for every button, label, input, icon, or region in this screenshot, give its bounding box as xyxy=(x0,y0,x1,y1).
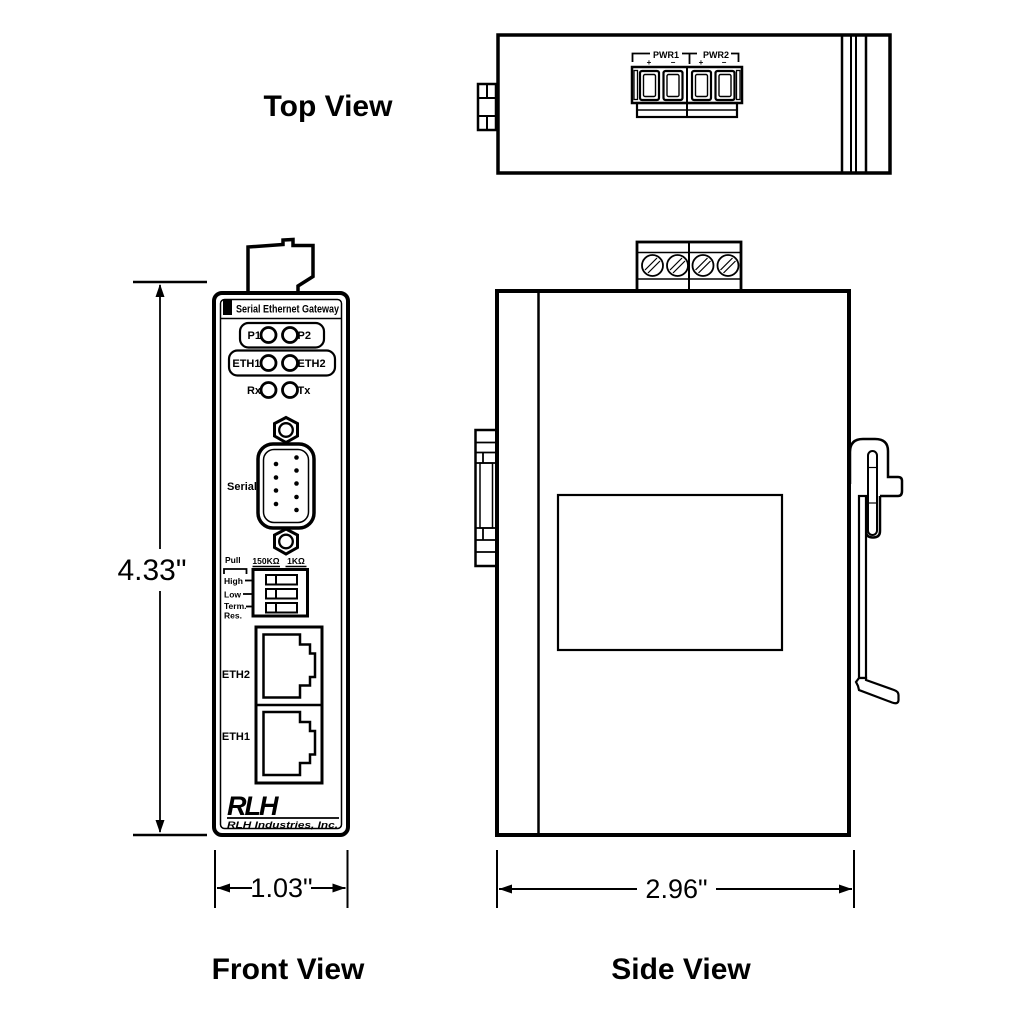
power-terminal-block-side xyxy=(635,240,743,293)
arrow-left-icon xyxy=(499,884,512,894)
dimension-width: 1.03" xyxy=(214,850,349,908)
brand-logo: RLH RLH Industries, Inc. xyxy=(227,791,339,831)
din-clip-latch xyxy=(854,676,900,705)
eth2-port-label: ETH2 xyxy=(222,669,250,681)
company-name: RLH Industries, Inc. xyxy=(227,820,338,831)
side-case xyxy=(495,289,851,837)
front-panel-inner-border xyxy=(219,298,343,830)
dip-switch-2 xyxy=(265,588,298,600)
led-eth2-label: ETH2 xyxy=(298,358,326,370)
arrow-down-icon xyxy=(155,820,165,833)
panel-header-title: Serial Ethernet Gateway xyxy=(236,304,340,316)
led-p1-label: P1 xyxy=(248,330,261,342)
pwr1-label: PWR1 xyxy=(653,50,679,60)
arrow-right-icon xyxy=(332,883,346,893)
side-view: Side View xyxy=(474,240,904,986)
pwr2-label: PWR2 xyxy=(703,50,729,60)
led-rx-indicator xyxy=(259,381,278,399)
dip-res-label: Res. xyxy=(224,611,242,621)
front-view-title: Front View xyxy=(212,953,365,986)
ethernet-ports: ETH2 ETH1 xyxy=(222,625,324,785)
led-eth1-indicator xyxy=(259,354,278,372)
din-clip-hook xyxy=(848,437,904,498)
terminal-slots xyxy=(638,69,736,102)
serial-db9-connector: Serial xyxy=(227,415,316,556)
led-tx-label: Tx xyxy=(298,385,312,397)
pwr1-minus: − xyxy=(671,58,676,67)
serial-label: Serial xyxy=(227,481,257,493)
top-view: Top View PWR1 PWR2 + − + − xyxy=(264,33,892,175)
label-recess xyxy=(556,493,784,652)
led-row-power: P1 P2 xyxy=(238,321,326,349)
led-tx-indicator xyxy=(281,381,299,399)
din-rail-clip xyxy=(848,437,904,705)
db9-pins xyxy=(273,455,299,513)
dip-low-label: Low xyxy=(224,590,241,600)
dip-switch-1 xyxy=(265,574,298,586)
din-clip-bar xyxy=(857,494,868,680)
dip-switch-block: Pull High Low Term. Res. 150KΩ 1KΩ xyxy=(223,555,309,621)
dimension-height: 4.33" xyxy=(117,280,207,837)
pwr2-plus: + xyxy=(699,58,704,67)
led-rx-label: Rx xyxy=(247,385,262,397)
pwr2-minus: − xyxy=(722,58,727,67)
eth1-rj45-jack xyxy=(262,710,317,777)
pwr1-bracket-left xyxy=(631,52,650,62)
led-p2-label: P2 xyxy=(298,330,311,342)
dip-term-label: Term. xyxy=(224,601,247,611)
eth1-port-label: ETH1 xyxy=(222,731,250,743)
din-clip-spring-pin xyxy=(867,450,878,536)
pwr2-bracket-right xyxy=(731,52,740,62)
din-rail-edge-lines xyxy=(840,35,868,173)
serial-connector-edge-side xyxy=(474,428,499,568)
led-p1-indicator xyxy=(259,326,278,344)
pwr1-plus: + xyxy=(647,58,652,67)
power-terminal-block-top: PWR1 PWR2 + − + − xyxy=(630,50,744,119)
logo-text: RLH xyxy=(227,791,279,821)
power-plug-top xyxy=(246,237,315,296)
front-view: Serial Ethernet Gateway P1 P2 ETH1 ETH2 … xyxy=(212,237,365,986)
height-dimension-value: 4.33" xyxy=(117,554,186,587)
led-row-ethernet: ETH1 ETH2 xyxy=(227,349,337,377)
depth-dimension-value: 2.96" xyxy=(645,874,707,904)
arrow-right-icon xyxy=(839,884,852,894)
dip-150k-label: 150KΩ xyxy=(252,556,279,566)
arrow-left-icon xyxy=(217,883,230,893)
dimension-depth: 2.96" xyxy=(496,850,855,908)
dip-pull-label: Pull xyxy=(225,555,241,565)
terminal-screws xyxy=(641,254,740,277)
dip-switch-3 xyxy=(265,602,298,614)
led-p2-indicator xyxy=(281,326,299,344)
width-dimension-value: 1.03" xyxy=(250,873,312,903)
eth2-rj45-jack xyxy=(262,633,317,699)
db9-body xyxy=(256,442,316,530)
led-eth1-label: ETH1 xyxy=(232,358,260,370)
dip-1k-label: 1KΩ xyxy=(287,556,305,566)
panel-header: Serial Ethernet Gateway xyxy=(220,300,342,320)
pwr-bracket-center xyxy=(682,52,697,64)
arrow-up-icon xyxy=(155,284,165,297)
side-view-title: Side View xyxy=(611,953,751,986)
led-row-serial: Rx Tx xyxy=(247,381,312,399)
top-view-title: Top View xyxy=(264,90,394,123)
serial-connector-edge-top xyxy=(476,82,498,132)
header-square-icon xyxy=(223,300,232,315)
dip-high-label: High xyxy=(224,576,243,586)
led-eth2-indicator xyxy=(281,354,299,372)
pull-bracket xyxy=(223,568,248,574)
